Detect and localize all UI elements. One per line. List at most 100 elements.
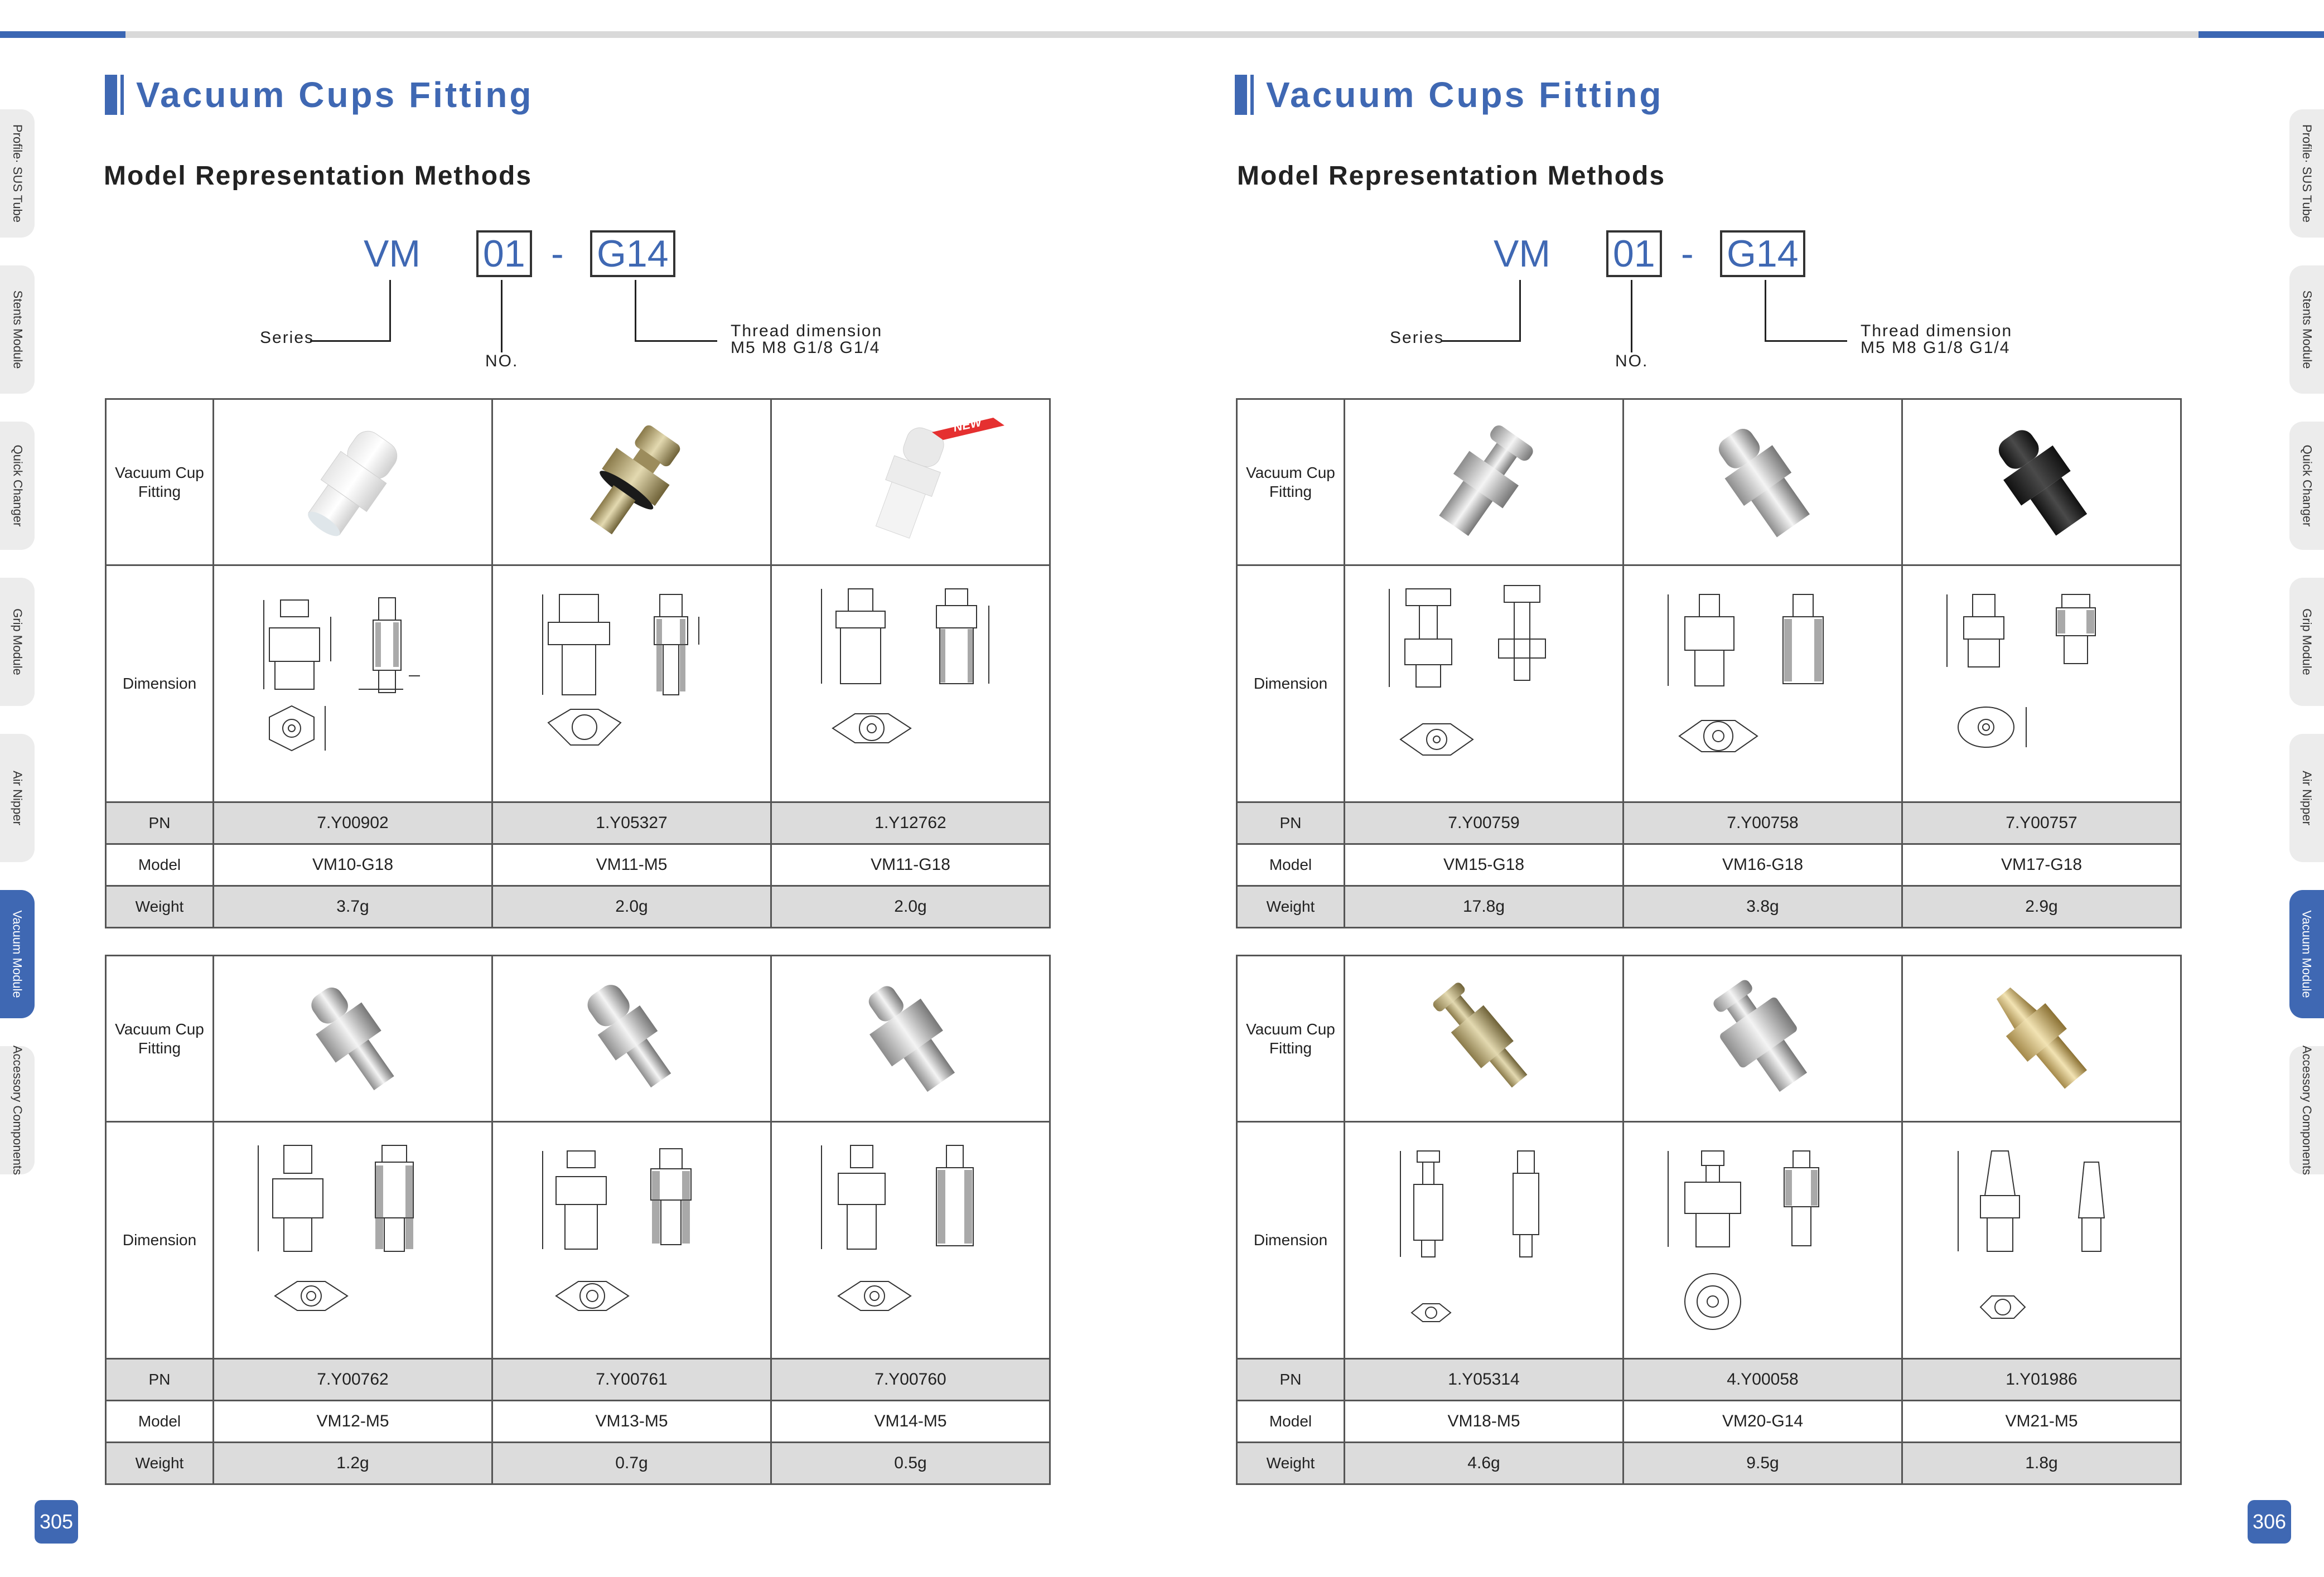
side-tab-profile-sus-tube[interactable]: Profile· SUS Tube [0, 109, 35, 238]
row-label-model: Model [1236, 1400, 1345, 1443]
product-photo [770, 955, 1051, 1123]
dimension-drawing-svg [820, 1145, 974, 1311]
side-tab-stents-module[interactable]: Stents Module [2289, 265, 2324, 394]
page-right: Vacuum Cups Fitting Model Representation… [1162, 0, 2324, 1577]
pn-value: 7.Y00757 [1901, 801, 2182, 845]
product-photo [1344, 398, 1624, 566]
fitting-steel-photo [587, 984, 671, 1087]
title-marker [105, 75, 117, 115]
side-tab-grip-module[interactable]: Grip Module [2289, 578, 2324, 706]
product-photo [212, 955, 493, 1123]
model-value: VM13-M5 [491, 1400, 772, 1443]
side-tab-stents-module[interactable]: Stents Module [0, 265, 35, 394]
dimension-drawing [491, 564, 772, 803]
weight-value: 3.8g [1622, 885, 1903, 928]
top-rule-accent-right [2199, 31, 2324, 38]
weight-value: 3.7g [212, 885, 493, 928]
fitting-brass-photo [1433, 982, 1527, 1087]
row-label-dimension: Dimension [1236, 564, 1345, 803]
fitting-white-photo [307, 430, 397, 536]
new-badge: NEW [932, 415, 1004, 444]
side-tab-quick-changer[interactable]: Quick Changer [0, 422, 35, 550]
fitting-black-photo [1998, 429, 2087, 536]
side-tab-vacuum-module[interactable]: Vacuum Module [2289, 890, 2324, 1018]
weight-value: 2.0g [770, 885, 1051, 928]
side-tab-quick-changer[interactable]: Quick Changer [2289, 422, 2324, 550]
page-number: 305 [35, 1500, 78, 1544]
page-left: Vacuum Cups Fitting Model Representation… [0, 72, 1051, 1544]
dimension-drawing [770, 564, 1051, 803]
pn-value: 7.Y00759 [1344, 801, 1624, 845]
product-photo [1901, 955, 2182, 1123]
weight-value: 9.5g [1622, 1441, 1903, 1485]
side-tab-grip-module[interactable]: Grip Module [0, 578, 35, 706]
model-code-prefix: VM [1494, 233, 1550, 275]
page-title-text: Vacuum Cups Fitting [1266, 75, 1664, 115]
side-tab-profile-sus-tube[interactable]: Profile· SUS Tube [2289, 109, 2324, 238]
model-code-diagram: VM 01 - G14 Series NO. Thread dimension … [1380, 223, 2105, 379]
pn-value: 4.Y00058 [1622, 1358, 1903, 1401]
model-code-number: 01 [1606, 230, 1662, 277]
pn-value: 7.Y00761 [491, 1358, 772, 1401]
model-value: VM20-G14 [1622, 1400, 1903, 1443]
thread-dimension-label: Thread dimension [1861, 322, 2013, 340]
thread-dimension-values: M5 M8 G1/8 G1/4 [731, 338, 881, 357]
row-label-pn: PN [105, 801, 214, 845]
dimension-drawing [1901, 1121, 2182, 1360]
series-label: Series [260, 328, 315, 347]
section-subtitle: Model Representation Methods [1237, 161, 1666, 191]
fitting-steel-photo [1713, 979, 1807, 1092]
dimension-drawing-svg [263, 597, 420, 752]
row-label-dimension: Dimension [105, 1121, 214, 1360]
dimension-drawing-svg [542, 1148, 692, 1311]
dimension-drawing-svg [1957, 1150, 2105, 1319]
dimension-drawing-svg [1399, 1150, 1539, 1322]
pn-value: 7.Y00760 [770, 1358, 1051, 1401]
side-tab-air-nipper[interactable]: Air Nipper [2289, 734, 2324, 862]
row-label-fitting: Vacuum Cup Fitting [1236, 955, 1345, 1123]
side-tab-air-nipper[interactable]: Air Nipper [0, 734, 35, 862]
product-photo [1344, 955, 1624, 1123]
product-photo [212, 398, 493, 566]
row-label-model: Model [1236, 843, 1345, 887]
side-tab-accessory-components[interactable]: Accessory Components [2289, 1046, 2324, 1175]
weight-value: 0.7g [491, 1441, 772, 1485]
side-tab-accessory-components[interactable]: Accessory Components [0, 1046, 35, 1175]
dimension-drawing-svg [1667, 1150, 1819, 1330]
thread-dimension-values: M5 M8 G1/8 G1/4 [1861, 338, 2011, 357]
model-value: VM17-G18 [1901, 843, 2182, 887]
model-value: VM18-M5 [1344, 1400, 1624, 1443]
pn-value: 1.Y01986 [1901, 1358, 2182, 1401]
dimension-drawing [1622, 564, 1903, 803]
model-value: VM14-M5 [770, 1400, 1051, 1443]
pn-value: 1.Y05327 [491, 801, 772, 845]
fitting-brass-photo [590, 425, 680, 534]
row-label-pn: PN [105, 1358, 214, 1401]
weight-value: 1.8g [1901, 1441, 2182, 1485]
product-photo [491, 398, 772, 566]
model-code-dash: - [551, 233, 564, 275]
pn-value: 7.Y00902 [212, 801, 493, 845]
dimension-drawing-svg [1946, 594, 2096, 748]
dimension-drawing-svg [542, 594, 699, 746]
model-value: VM11-M5 [491, 843, 772, 887]
page-title: Vacuum Cups Fitting [105, 72, 533, 117]
dimension-drawing-svg [820, 588, 989, 743]
weight-value: 2.0g [491, 885, 772, 928]
model-value: VM15-G18 [1344, 843, 1624, 887]
model-value: VM11-G18 [770, 843, 1051, 887]
product-photo [1622, 955, 1903, 1123]
dimension-drawing [1344, 564, 1624, 803]
dimension-drawing-svg [257, 1145, 414, 1311]
dimension-drawing [1344, 1121, 1624, 1360]
dimension-drawing [491, 1121, 772, 1360]
row-label-dimension: Dimension [105, 564, 214, 803]
model-value: VM12-M5 [212, 1400, 493, 1443]
dimension-drawing [1622, 1121, 1903, 1360]
no-label: NO. [1615, 352, 1649, 370]
spec-table-1: Vacuum Cup Fitting [105, 398, 1051, 928]
weight-value: 1.2g [212, 1441, 493, 1485]
row-label-model: Model [105, 843, 214, 887]
side-tab-vacuum-module[interactable]: Vacuum Module [0, 890, 35, 1018]
row-label-pn: PN [1236, 801, 1345, 845]
